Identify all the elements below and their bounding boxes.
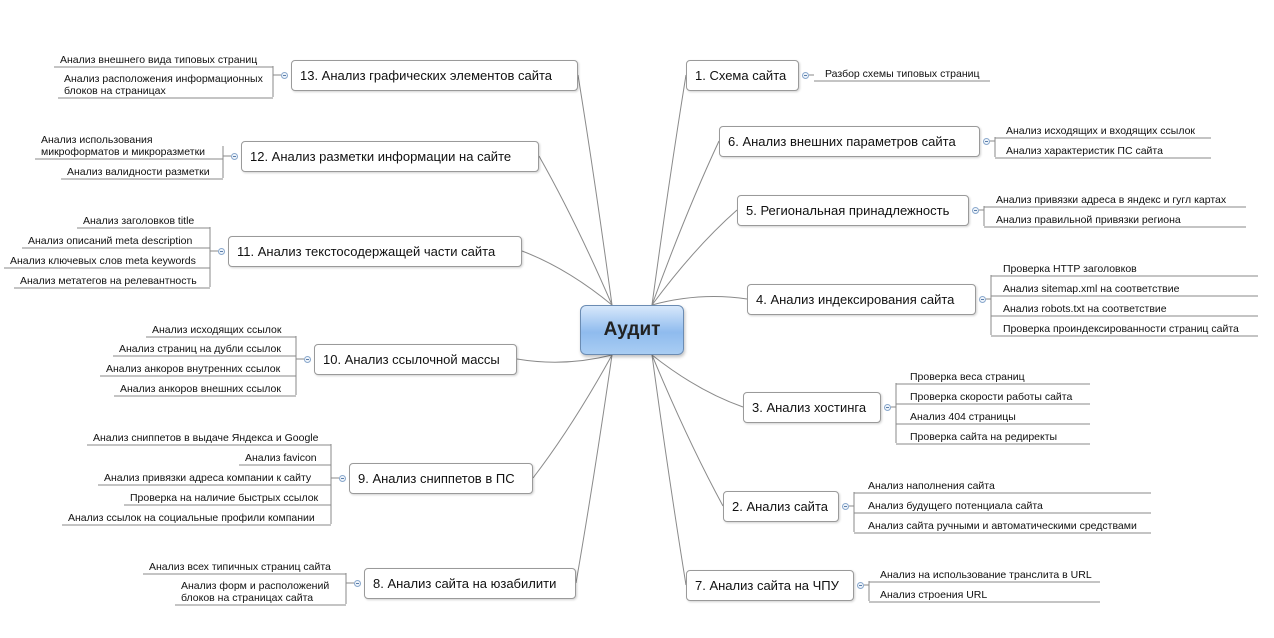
leaf-topic[interactable]: Анализ заголовков title: [83, 215, 195, 227]
leaf-topic[interactable]: Анализ на использование транслита в URL: [880, 569, 1092, 581]
leaf-topic[interactable]: Анализ описаний meta description: [28, 235, 193, 247]
leaf-topic[interactable]: Анализ всех типичных страниц сайта: [149, 561, 331, 573]
branch-connector: [651, 354, 687, 586]
leaf-topic[interactable]: Анализ будущего потенциала сайта: [868, 500, 1043, 512]
leaf-topic[interactable]: Проверка на наличие быстрых ссылок: [130, 492, 319, 504]
collapse-toggle-icon[interactable]: [339, 475, 346, 482]
branch-connector: [651, 140, 720, 306]
leaf-topic[interactable]: Анализ favicon: [245, 452, 317, 464]
leaf-topic[interactable]: Анализ привязки адреса компании к сайту: [104, 472, 312, 484]
branch-connector: [521, 250, 613, 306]
branch-connector: [651, 354, 724, 507]
branch-connector: [651, 354, 744, 408]
branch-topic[interactable]: 6. Анализ внешних параметров сайта: [719, 126, 980, 157]
branch-connector: [577, 74, 613, 306]
leaf-topic[interactable]: Анализ характеристик ПС сайта: [1006, 145, 1163, 157]
leaf-topic[interactable]: Проверка веса страниц: [910, 371, 1025, 383]
branch-topic[interactable]: 8. Анализ сайта на юзабилити: [364, 568, 576, 599]
leaf-topic[interactable]: Анализ сниппетов в выдаче Яндекса и Goog…: [93, 432, 319, 444]
leaf-topic[interactable]: Проверка HTTP заголовков: [1003, 263, 1137, 275]
leaf-topic[interactable]: Анализ robots.txt на соответствие: [1003, 303, 1167, 315]
collapse-toggle-icon[interactable]: [354, 580, 361, 587]
branch-topic[interactable]: 12. Анализ разметки информации на сайте: [241, 141, 539, 172]
collapse-toggle-icon[interactable]: [842, 503, 849, 510]
collapse-toggle-icon[interactable]: [983, 138, 990, 145]
collapse-toggle-icon[interactable]: [304, 356, 311, 363]
branch-connector: [651, 296, 748, 306]
branch-connector: [651, 74, 687, 306]
leaf-topic[interactable]: Анализ исходящих ссылок: [152, 324, 282, 336]
leaf-topic[interactable]: Разбор схемы типовых страниц: [825, 68, 980, 80]
branch-topic[interactable]: 3. Анализ хостинга: [743, 392, 881, 423]
leaf-topic[interactable]: Анализ расположения информационных блоко…: [64, 73, 263, 97]
branch-topic[interactable]: 13. Анализ графических элементов сайта: [291, 60, 578, 91]
branch-connector: [532, 354, 613, 479]
leaf-topic[interactable]: Анализ использования микроформатов и мик…: [41, 134, 206, 158]
leaf-topic[interactable]: Анализ наполнения сайта: [868, 480, 995, 492]
leaf-topic[interactable]: Анализ анкоров внешних ссылок: [120, 383, 281, 395]
leaf-topic[interactable]: Анализ анкоров внутренних ссылок: [106, 363, 281, 375]
collapse-toggle-icon[interactable]: [884, 404, 891, 411]
leaf-topic[interactable]: Анализ валидности разметки: [67, 166, 210, 178]
leaf-topic[interactable]: Анализ ссылок на социальные профили комп…: [68, 512, 315, 524]
branch-connector: [516, 354, 613, 363]
collapse-toggle-icon[interactable]: [802, 72, 809, 79]
root-topic[interactable]: Аудит: [580, 305, 684, 355]
leaf-topic[interactable]: Анализ сайта ручными и автоматическими с…: [868, 520, 1137, 532]
branch-topic[interactable]: 10. Анализ ссылочной массы: [314, 344, 517, 375]
collapse-toggle-icon[interactable]: [281, 72, 288, 79]
branch-topic[interactable]: 1. Схема сайта: [686, 60, 799, 91]
branch-topic[interactable]: 5. Региональная принадлежность: [737, 195, 969, 226]
branch-topic[interactable]: 11. Анализ текстосодержащей части сайта: [228, 236, 522, 267]
branch-topic[interactable]: 7. Анализ сайта на ЧПУ: [686, 570, 854, 601]
leaf-topic[interactable]: Анализ исходящих и входящих ссылок: [1006, 125, 1196, 137]
branch-connector: [538, 155, 613, 306]
collapse-toggle-icon[interactable]: [972, 207, 979, 214]
leaf-topic[interactable]: Анализ страниц на дубли ссылок: [119, 343, 281, 355]
leaf-topic[interactable]: Анализ внешнего вида типовых страниц: [60, 54, 258, 66]
leaf-topic[interactable]: Анализ sitemap.xml на соответствие: [1003, 283, 1180, 295]
leaf-topic[interactable]: Анализ строения URL: [880, 589, 988, 601]
leaf-topic[interactable]: Анализ привязки адреса в яндекс и гугл к…: [996, 194, 1227, 206]
collapse-toggle-icon[interactable]: [979, 296, 986, 303]
leaf-topic[interactable]: Анализ метатегов на релевантность: [20, 275, 197, 287]
branch-topic[interactable]: 9. Анализ сниппетов в ПС: [349, 463, 533, 494]
collapse-toggle-icon[interactable]: [218, 248, 225, 255]
branch-connector: [651, 209, 738, 306]
leaf-topic[interactable]: Проверка проиндексированности страниц са…: [1003, 323, 1239, 335]
branch-topic[interactable]: 4. Анализ индексирования сайта: [747, 284, 976, 315]
collapse-toggle-icon[interactable]: [857, 582, 864, 589]
leaf-topic[interactable]: Анализ ключевых слов meta keywords: [10, 255, 196, 267]
leaf-topic[interactable]: Проверка сайта на редиректы: [910, 431, 1058, 443]
leaf-topic[interactable]: Анализ 404 страницы: [910, 411, 1016, 423]
leaf-topic[interactable]: Проверка скорости работы сайта: [910, 391, 1073, 403]
branch-topic[interactable]: 2. Анализ сайта: [723, 491, 839, 522]
branch-connector: [575, 354, 613, 584]
leaf-topic[interactable]: Анализ правильной привязки региона: [996, 214, 1181, 226]
leaf-topic[interactable]: Анализ форм и расположений блоков на стр…: [181, 580, 330, 604]
collapse-toggle-icon[interactable]: [231, 153, 238, 160]
